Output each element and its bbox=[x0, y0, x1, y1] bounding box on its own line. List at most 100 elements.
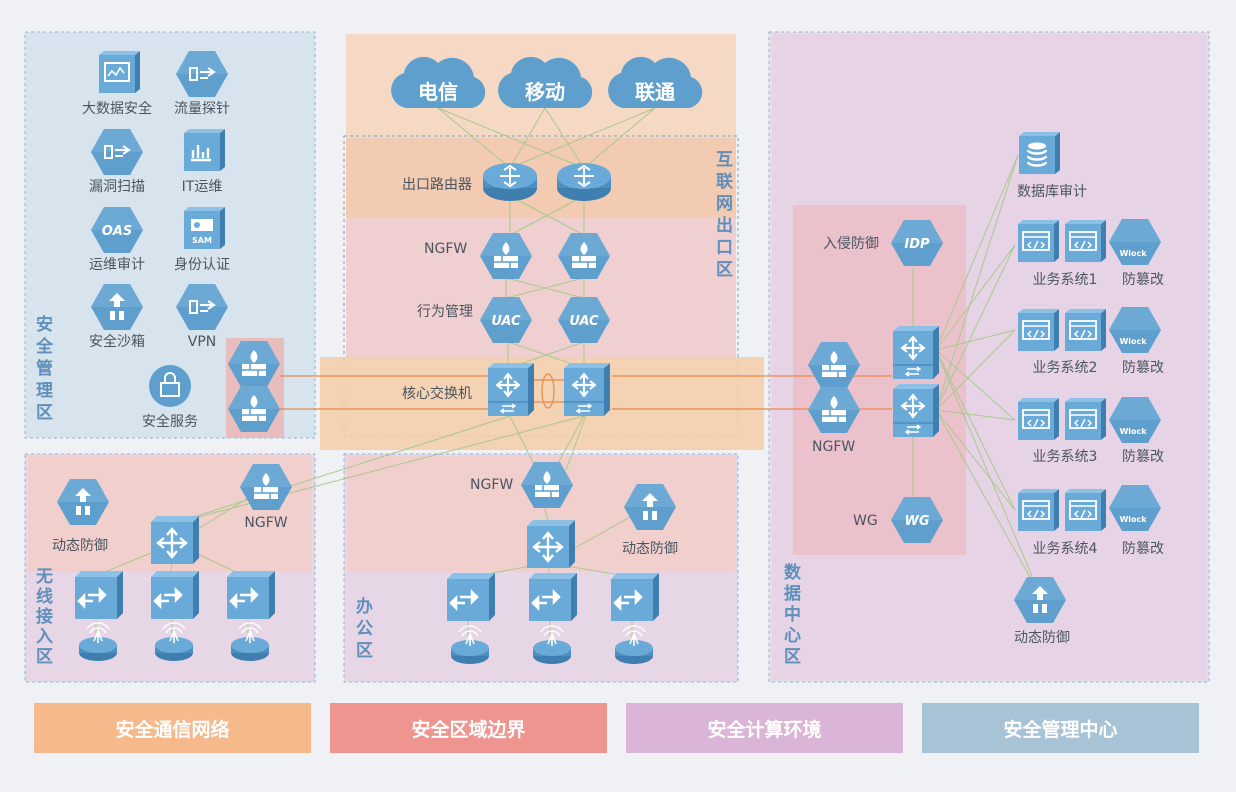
access-point-icon bbox=[445, 571, 497, 623]
oas-badge: OAS bbox=[102, 224, 132, 239]
legend-label: 安全计算环境 bbox=[707, 718, 822, 741]
core-switches: 核心交换机 bbox=[402, 361, 612, 418]
legend-secure-comm-network: 安全通信网络 bbox=[34, 703, 311, 753]
core-switch-label: 核心交换机 bbox=[402, 385, 472, 402]
monitor-icon bbox=[104, 62, 130, 82]
isp-name: 联通 bbox=[635, 80, 675, 104]
ngfw-label: NGFW bbox=[470, 477, 513, 493]
tool-it-ops: IT运维 bbox=[182, 129, 225, 195]
ngfw-label: NGFW bbox=[244, 515, 287, 531]
ngfw-label: NGFW bbox=[424, 241, 467, 257]
legend-label: 安全通信网络 bbox=[115, 718, 230, 741]
biz-system-label: 业务系统3 bbox=[1033, 449, 1098, 465]
behavior-mgmt: UAC UAC 行为管理 bbox=[417, 297, 610, 343]
exit-firewalls: NGFW bbox=[424, 233, 610, 279]
tool-label: 安全服务 bbox=[142, 413, 198, 430]
office-zone: NGFW 动态防御 bbox=[445, 462, 678, 665]
wlock-badge: Wlock bbox=[1119, 337, 1147, 346]
isp-cloud-telecom: 电信 bbox=[391, 56, 486, 108]
wlock-badge: Wlock bbox=[1119, 515, 1147, 524]
server-icon bbox=[1017, 397, 1060, 441]
isp-name: 电信 bbox=[418, 80, 458, 104]
core-switch-icon bbox=[891, 324, 941, 381]
server-icon bbox=[1064, 488, 1107, 532]
wlock-badge: Wlock bbox=[1119, 249, 1147, 258]
tool-label: 漏洞扫描 bbox=[89, 179, 145, 195]
tool-label: 运维审计 bbox=[89, 257, 145, 273]
ngfw-label: NGFW bbox=[812, 439, 855, 455]
isp-clouds: 电信 移动 联通 bbox=[391, 56, 703, 108]
db-audit-label: 数据库审计 bbox=[1017, 184, 1087, 200]
wg-badge: WG bbox=[904, 514, 929, 529]
intrusion-defense-label: 入侵防御 bbox=[823, 235, 879, 252]
wlock-badge: Wlock bbox=[1119, 427, 1147, 436]
core-switch-icon bbox=[891, 382, 941, 439]
isp-cloud-mobile: 移动 bbox=[498, 56, 593, 108]
router-icon bbox=[556, 162, 612, 202]
zone-label-wireless: 无线接入区 bbox=[35, 567, 53, 667]
exit-router-label: 出口路由器 bbox=[402, 177, 472, 193]
switch-icon bbox=[525, 518, 577, 570]
access-point-icon bbox=[149, 569, 201, 621]
tool-label: VPN bbox=[188, 334, 217, 350]
server-icon bbox=[1017, 488, 1060, 532]
zone-label-datacenter: 数据中心区 bbox=[784, 562, 802, 667]
dynamic-defense-label: 动态防御 bbox=[622, 541, 678, 557]
router-icon bbox=[482, 162, 538, 202]
server-icon bbox=[1017, 219, 1060, 263]
wg-label: WG bbox=[853, 513, 878, 529]
wireless-zone: 动态防御 NGFW bbox=[52, 464, 292, 662]
mgmt-tools: 大数据安全 流量探针 漏洞扫描 IT运维 OAS 运维审计 bbox=[82, 51, 230, 430]
biz-system-label: 业务系统1 bbox=[1033, 272, 1098, 288]
biz-system-label: 业务系统2 bbox=[1033, 360, 1098, 376]
access-point-icon bbox=[225, 569, 277, 621]
biz-row-2: 业务系统2 Wlock 防篡改 bbox=[1017, 307, 1164, 376]
exit-routers: 出口路由器 bbox=[402, 162, 612, 202]
tool-vuln-scan: 漏洞扫描 bbox=[89, 129, 145, 195]
legend-secure-mgmt-center: 安全管理中心 bbox=[922, 703, 1199, 753]
lock-icon bbox=[149, 365, 191, 407]
biz-row-3: 业务系统3 Wlock 防篡改 bbox=[1017, 397, 1164, 465]
uac-badge: UAC bbox=[569, 314, 599, 329]
anti-tamper-label: 防篡改 bbox=[1122, 359, 1164, 376]
switch-icon bbox=[149, 514, 201, 566]
biz-row-1: 业务系统1 Wlock 防篡改 bbox=[1017, 219, 1164, 288]
anti-tamper-label: 防篡改 bbox=[1122, 271, 1164, 288]
legend-label: 安全区域边界 bbox=[411, 718, 526, 741]
access-point-icon bbox=[609, 571, 661, 623]
tool-traffic-probe: 流量探针 bbox=[174, 51, 230, 117]
server-icon bbox=[1064, 397, 1107, 441]
trunk-links bbox=[280, 373, 892, 410]
anti-tamper-label: 防篡改 bbox=[1122, 448, 1164, 465]
zone-label-internet-exit: 互联网出口区 bbox=[716, 150, 733, 280]
tool-label: 身份认证 bbox=[174, 257, 230, 273]
core-switch-icon bbox=[562, 361, 612, 418]
tool-sandbox: 安全沙箱 bbox=[89, 284, 145, 350]
tool-security-service: 安全服务 bbox=[142, 365, 198, 430]
biz-system-label: 业务系统4 bbox=[1033, 541, 1098, 557]
zone-label-mgmt: 安全管理区 bbox=[35, 314, 54, 423]
legend-secure-area-boundary: 安全区域边界 bbox=[330, 703, 607, 753]
dynamic-defense-label: 动态防御 bbox=[1014, 630, 1070, 646]
sam-badge: SAM bbox=[192, 236, 212, 245]
uac-badge: UAC bbox=[491, 314, 521, 329]
access-point-icon bbox=[527, 571, 579, 623]
legend-label: 安全管理中心 bbox=[1003, 718, 1118, 741]
tool-identity: SAM 身份认证 bbox=[174, 207, 230, 273]
tool-big-data: 大数据安全 bbox=[82, 51, 152, 117]
biz-row-4: 业务系统4 Wlock 防篡改 bbox=[1017, 485, 1164, 557]
tool-label: 安全沙箱 bbox=[89, 333, 145, 350]
behavior-mgmt-label: 行为管理 bbox=[417, 304, 473, 320]
isp-name: 移动 bbox=[525, 80, 565, 104]
tool-vpn: VPN bbox=[176, 284, 228, 350]
id-card-icon bbox=[191, 219, 213, 231]
database-icon bbox=[1017, 130, 1062, 176]
tool-label: IT运维 bbox=[182, 179, 223, 195]
tool-label: 大数据安全 bbox=[82, 100, 152, 117]
server-icon bbox=[1064, 308, 1107, 352]
anti-tamper-label: 防篡改 bbox=[1122, 540, 1164, 557]
access-point-icon bbox=[73, 569, 125, 621]
zone-label-office: 办公区 bbox=[356, 596, 373, 661]
